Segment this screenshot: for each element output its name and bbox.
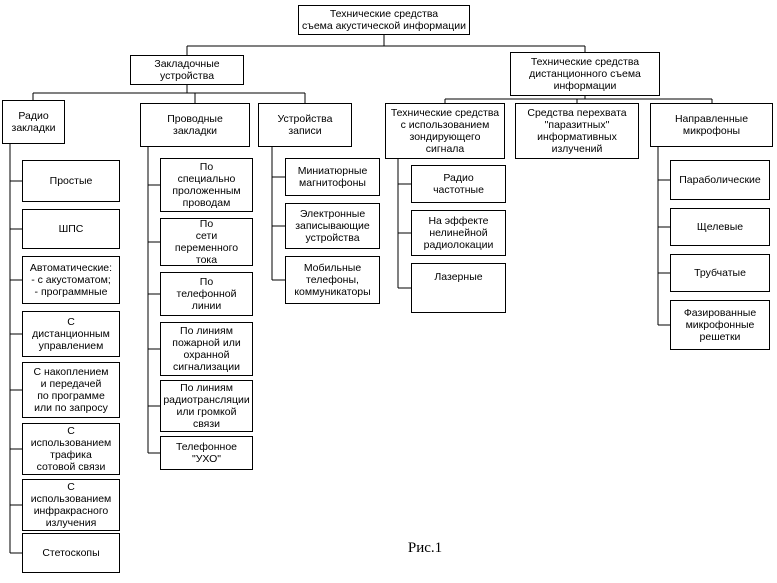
radio-bug-type-node: С использованием трафика сотовой связи: [22, 423, 120, 475]
radio-bug-type-node: Стетоскопы: [22, 533, 120, 573]
radio-bugs-node: Радио закладки: [2, 100, 65, 144]
wired-bug-type-node: По специально проложенным проводам: [160, 158, 253, 212]
probing-signal-type-node: Лазерные: [411, 263, 506, 313]
embedded-devices-node: Закладочные устройства: [130, 55, 244, 85]
directional-microphones-node: Направленные микрофоны: [650, 103, 773, 147]
wired-bug-type-node: По сети переменного тока: [160, 218, 253, 266]
recording-device-type-node: Мобильные телефоны, коммуникаторы: [285, 256, 380, 304]
wired-bug-type-node: По телефонной линии: [160, 272, 253, 316]
recording-device-type-node: Миниатюрные магнитофоны: [285, 158, 380, 196]
parasitic-emissions-node: Средства перехвата "паразитных" информат…: [515, 103, 639, 159]
radio-bug-type-node: Автоматические: - с акустоматом; - прогр…: [22, 256, 120, 304]
root-node: Технические средства съема акустической …: [298, 5, 470, 35]
directional-mic-type-node: Параболические: [670, 160, 770, 200]
radio-bug-type-node: С накоплением и передачей по программе и…: [22, 362, 120, 418]
radio-bug-type-node: С использованием инфракрасного излучения: [22, 479, 120, 531]
radio-bug-type-node: Простые: [22, 160, 120, 202]
recording-devices-node: Устройства записи: [258, 103, 352, 147]
recording-device-type-node: Электронные записывающие устройства: [285, 203, 380, 249]
probing-signal-node: Технические средства с использованием зо…: [385, 103, 505, 159]
wired-bug-type-node: По линиям радиотрансляции или громкой св…: [160, 380, 253, 432]
radio-bug-type-node: С дистанционным управлением: [22, 311, 120, 357]
radio-bug-type-node: ШПС: [22, 209, 120, 249]
wired-bug-type-node: Телефонное "УХО": [160, 436, 253, 470]
directional-mic-type-node: Фазированные микрофонные решетки: [670, 300, 770, 350]
directional-mic-type-node: Щелевые: [670, 208, 770, 246]
wired-bug-type-node: По линиям пожарной или охранной сигнализ…: [160, 322, 253, 376]
probing-signal-type-node: На эффекте нелинейной радиолокации: [411, 210, 506, 256]
probing-signal-type-node: Радио частотные: [411, 165, 506, 203]
wired-bugs-node: Проводные закладки: [140, 103, 250, 147]
directional-mic-type-node: Трубчатые: [670, 254, 770, 292]
remote-capture-node: Технические средства дистанционного съем…: [510, 52, 660, 96]
figure-caption: Рис.1: [407, 540, 443, 556]
